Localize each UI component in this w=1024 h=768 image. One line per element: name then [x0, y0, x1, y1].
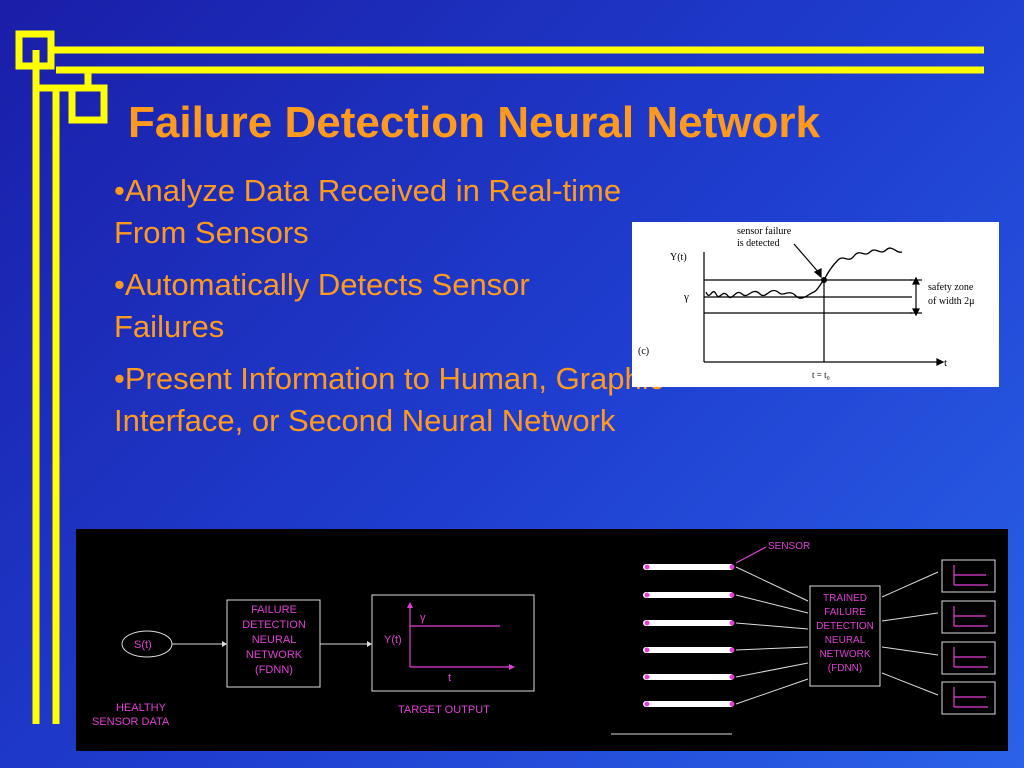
bullet-item: •Automatically Detects Sensor Failures [114, 267, 530, 344]
safety-zone-label-line: of width 2μ [928, 296, 974, 307]
target-y-label: Y(t) [384, 634, 402, 646]
sensor-failure-chart: Y(t) γ (c) t t = t₀ sensor failure is de… [632, 222, 999, 387]
trained-box-line: NEURAL [825, 635, 866, 646]
bullet-item: •Present Information to Human, Graphic I… [114, 361, 665, 438]
bullet-list: •Analyze Data Received in Real-time From… [114, 170, 714, 452]
sensor-array [611, 564, 735, 735]
trained-box-line: FAILURE [824, 607, 866, 618]
fdnn-box-line: DETECTION [242, 619, 306, 631]
y-axis-label: Y(t) [670, 252, 687, 263]
fdnn-system-diagram: S(t) FAILURE DETECTION NEURAL NETWORK (F… [76, 529, 1008, 751]
healthy-caption-line: HEALTHY [116, 702, 167, 714]
target-output-box [371, 594, 535, 692]
output-plot [941, 641, 996, 675]
signal-trace [705, 247, 903, 299]
trained-fdnn-box [809, 585, 881, 687]
trained-box-line: (FDNN) [828, 663, 862, 674]
target-caption: TARGET OUTPUT [398, 704, 490, 716]
trained-box-line: NETWORK [819, 649, 870, 660]
x-axis-label: t [944, 357, 947, 369]
panel-label: (c) [638, 346, 649, 357]
gamma-label: γ [683, 291, 689, 303]
safety-zone-label-line: safety zone [928, 282, 974, 293]
sensor-label: SENSOR [768, 541, 810, 552]
output-plot [941, 600, 996, 634]
fdnn-box-line: NEURAL [252, 634, 297, 646]
output-plot [941, 681, 996, 715]
slide-title: Failure Detection Neural Network [128, 98, 820, 147]
trained-box-line: DETECTION [816, 621, 874, 632]
trained-box-line: TRAINED [823, 593, 867, 604]
target-gamma-label: γ [420, 612, 426, 624]
failure-time-label: t = t₀ [812, 370, 830, 380]
target-t-label: t [448, 672, 451, 684]
healthy-caption-line: SENSOR DATA [92, 716, 170, 728]
fdnn-box-line: FAILURE [251, 604, 297, 616]
fdnn-box-line: (FDNN) [255, 664, 293, 676]
fdnn-box-line: NETWORK [246, 649, 303, 661]
output-plot [941, 559, 996, 593]
bullet-item: •Analyze Data Received in Real-time From… [114, 173, 622, 250]
failure-point [821, 277, 827, 283]
input-label: S(t) [134, 639, 152, 651]
detection-annotation-line: is detected [737, 238, 779, 249]
detection-annotation-line: sensor failure [737, 226, 792, 237]
